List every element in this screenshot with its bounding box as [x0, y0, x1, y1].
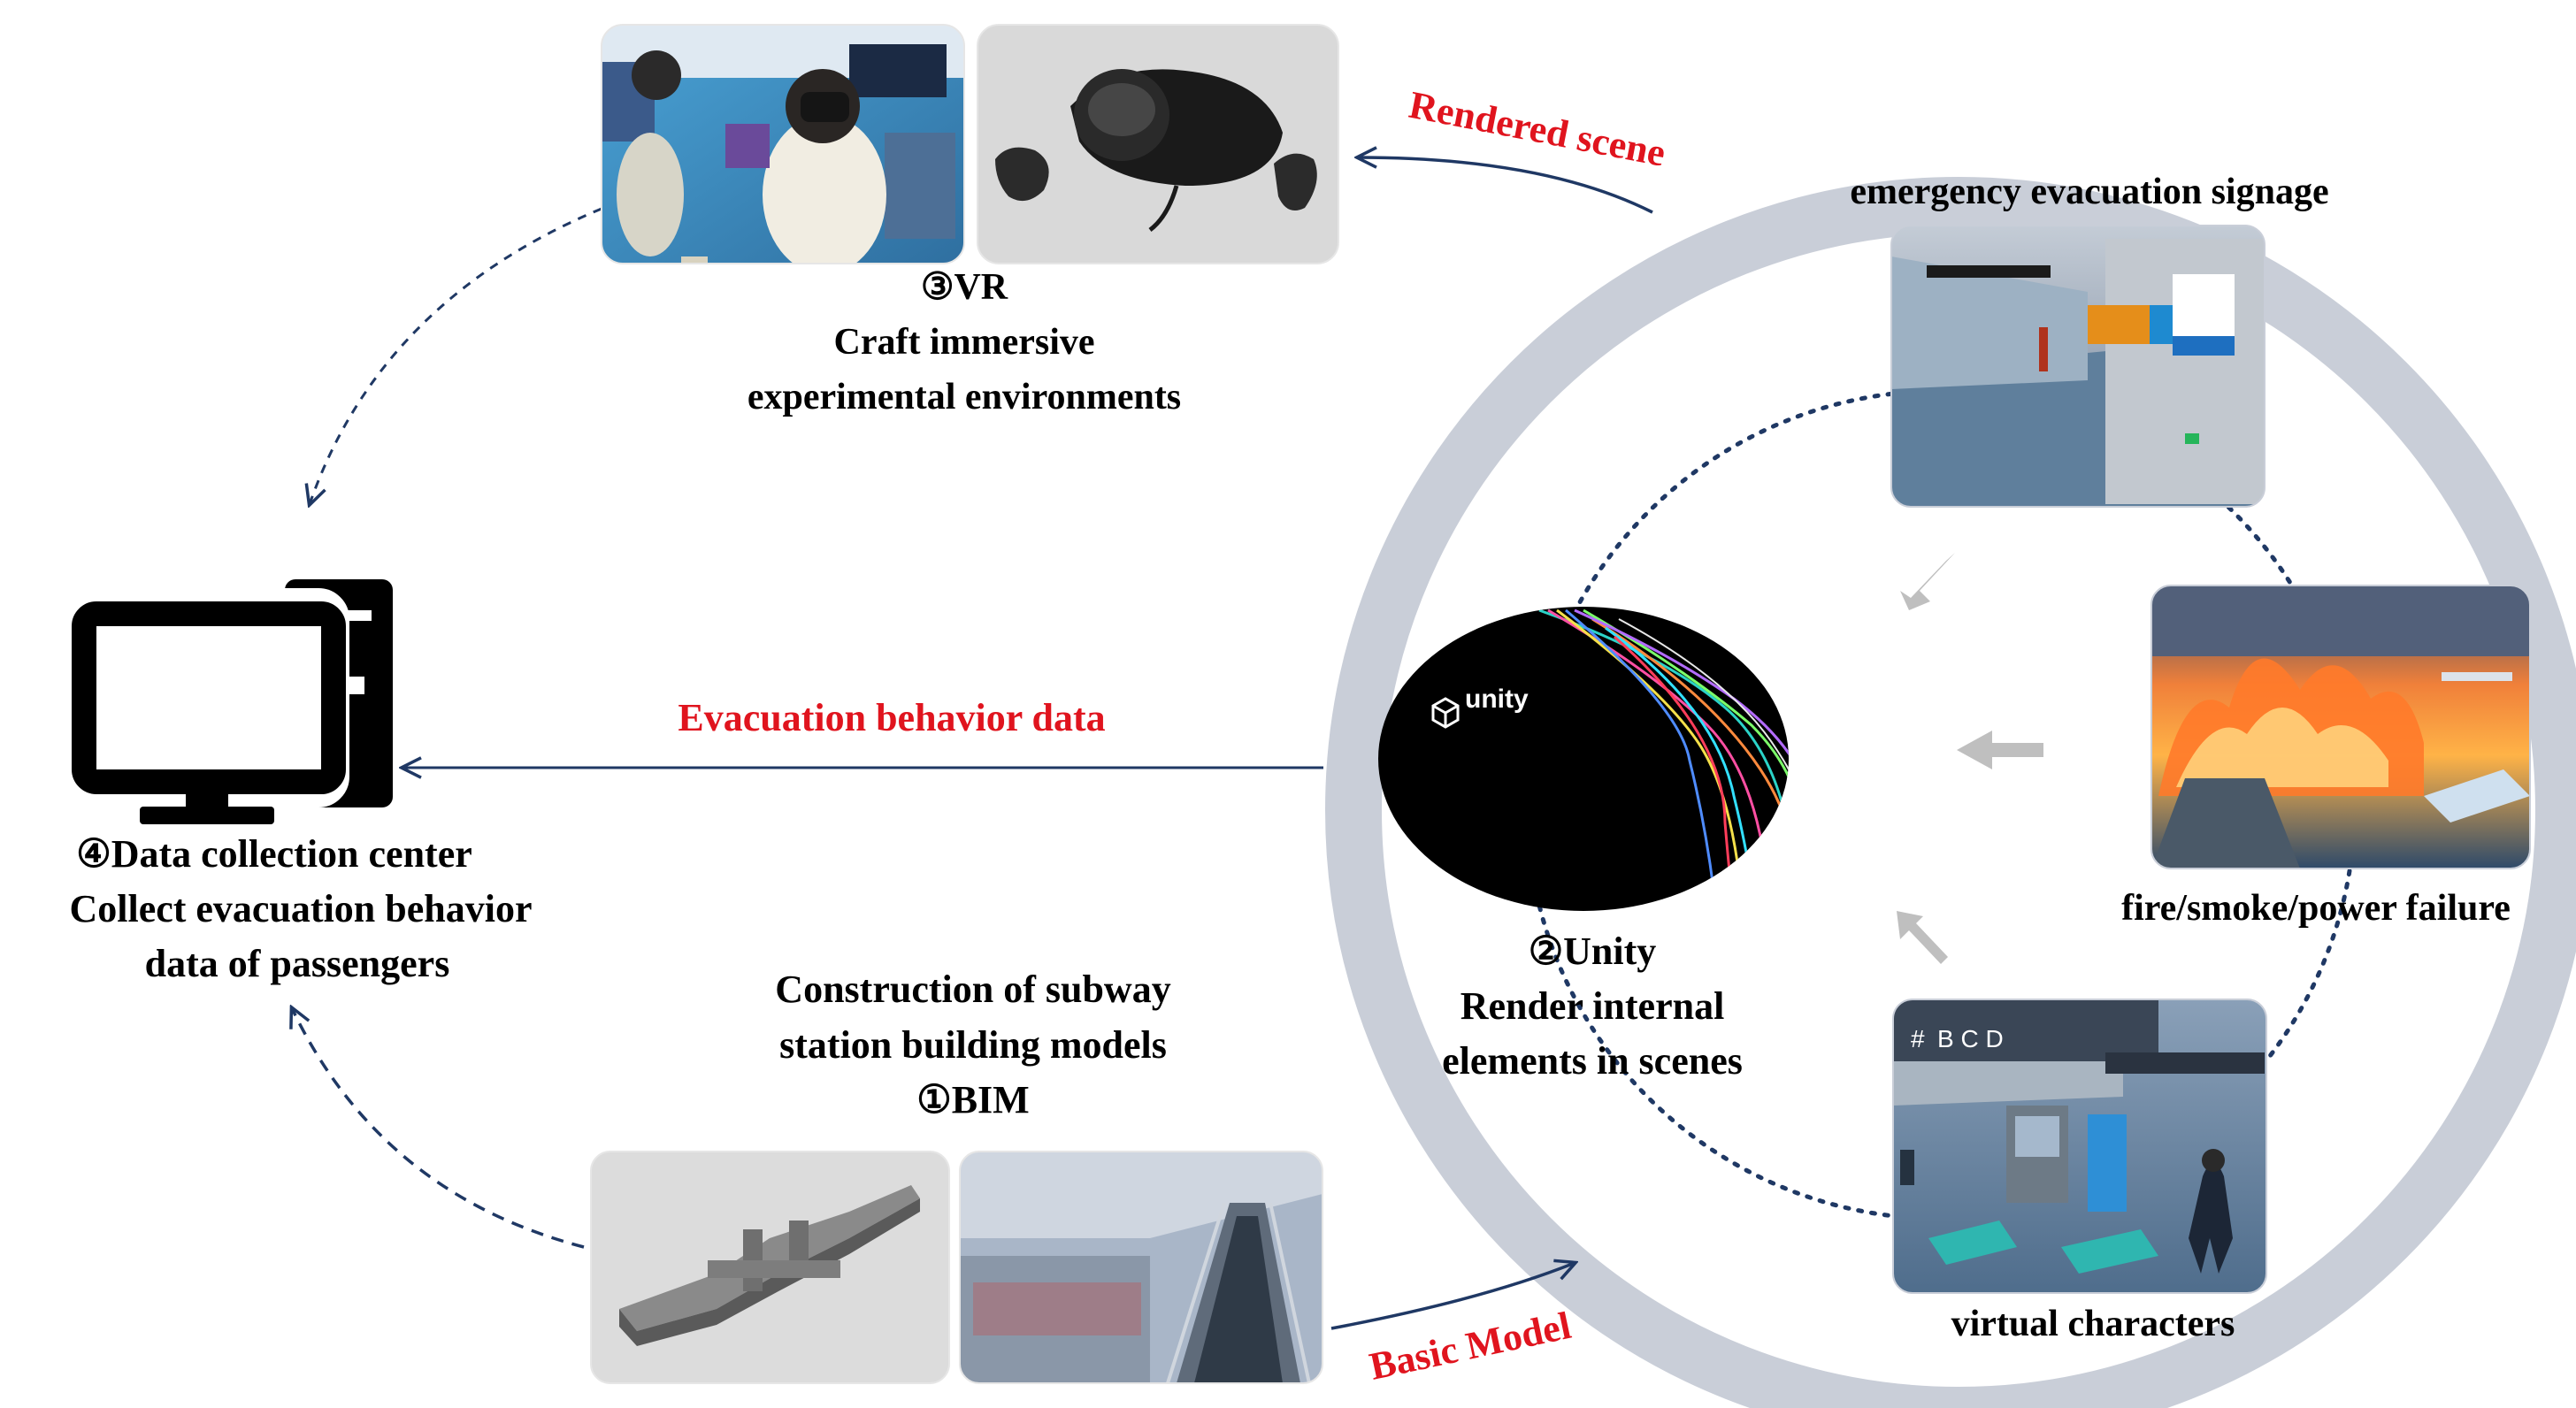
rendered-scene-arrow — [1358, 157, 1653, 214]
bim-model-image-frame — [590, 1151, 950, 1384]
vr-experiment-photo — [602, 25, 964, 264]
bim-line-1: Construction of subway — [775, 968, 1170, 1011]
vr-headset-photo — [978, 25, 1338, 264]
bim-to-center-arrow — [292, 1008, 585, 1249]
bim-model-image — [591, 1152, 949, 1383]
bim-line-2: station building models — [779, 1023, 1167, 1067]
unity-line-2: elements in scenes — [1442, 1039, 1743, 1083]
fire-scene-frame — [2150, 585, 2531, 869]
arrow-from-characters-icon — [1897, 911, 1948, 964]
basic-model-arrow — [1330, 1263, 1575, 1330]
element-flow-arrows — [1897, 553, 2043, 964]
fire-label: fire/smoke/power failure — [2121, 888, 2511, 929]
vr-to-center-arrow — [310, 207, 602, 504]
vr-headset-photo-frame — [977, 24, 1339, 264]
unity-line-1: Render internal — [1460, 984, 1725, 1028]
unity-logo-text: unity — [1465, 685, 1529, 714]
unity-heading: ②Unity — [1529, 930, 1657, 973]
unity-ring — [1325, 177, 2576, 1408]
bim-escalator-image — [960, 1152, 1322, 1383]
signage-scene-image — [1891, 226, 2265, 507]
desktop-computer-icon — [58, 579, 393, 824]
bim-heading: ①BIM — [916, 1078, 1029, 1121]
unity-logo-icon — [1431, 697, 1460, 729]
computer-monitor-outline — [58, 588, 349, 807]
scene-bcd-text: B C D — [1937, 1025, 2004, 1052]
arrow-from-fire-icon — [1957, 731, 2043, 769]
characters-label: virtual characters — [1951, 1304, 2235, 1344]
bim-escalator-image-frame — [959, 1151, 1323, 1384]
vr-experiment-photo-frame — [601, 24, 965, 264]
fire-scene-image — [2151, 585, 2530, 869]
vr-heading: ③VR — [921, 267, 1008, 308]
characters-scene-frame — [1892, 999, 2267, 1294]
signage-label: emergency evacuation signage — [1850, 172, 2328, 212]
scene-hash-text: # — [1911, 1025, 1925, 1052]
arrow-from-signage-icon — [1900, 553, 1955, 610]
evacuation-data-label: Evacuation behavior data — [678, 696, 1105, 739]
data-center-heading: ④Data collection center — [76, 832, 472, 876]
vr-line-2: experimental environments — [748, 377, 1181, 417]
data-center-line-1: Collect evacuation behavior — [69, 887, 532, 930]
vr-line-1: Craft immersive — [833, 322, 1094, 363]
signage-scene-frame — [1890, 225, 2266, 508]
characters-scene-image — [1893, 999, 2266, 1293]
unity-render-ellipse: unity — [1378, 607, 1789, 911]
data-center-line-2: data of passengers — [145, 942, 450, 985]
